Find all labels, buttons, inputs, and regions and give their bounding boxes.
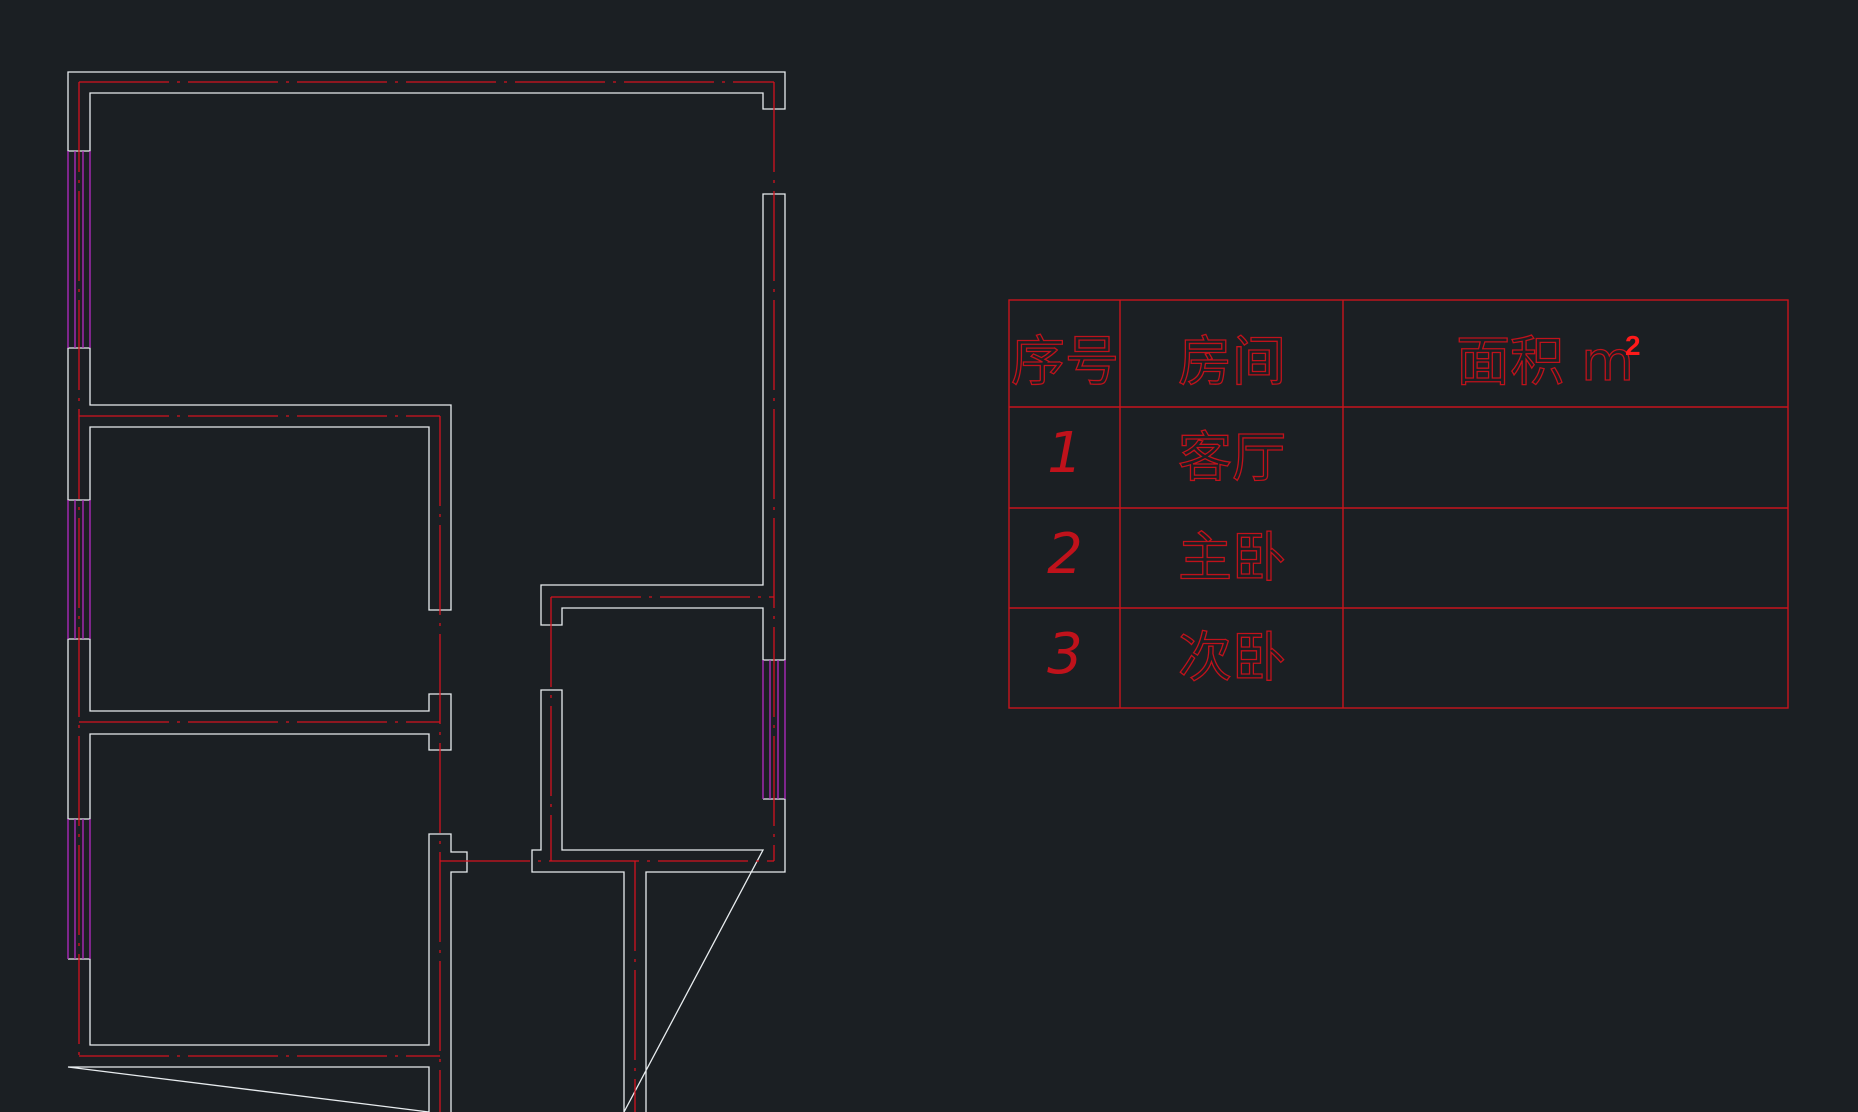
table-header-area: 面积 m xyxy=(1456,330,1634,393)
floor-plan-axes xyxy=(78,81,775,1112)
table-header-area-superscript: 2 xyxy=(1625,330,1641,361)
table-header-room: 房间 xyxy=(1178,330,1286,393)
wall-top xyxy=(67,71,786,152)
table-cell-index: 1 xyxy=(1047,421,1083,486)
table-cell-room: 客厅 xyxy=(1178,426,1286,489)
floor-plan-walls xyxy=(67,71,786,1112)
table-cell-room: 主卧 xyxy=(1178,526,1286,589)
wall-right-upper xyxy=(540,193,786,661)
table-header-index: 序号 xyxy=(1011,330,1119,393)
wall-left-bottom xyxy=(67,833,468,1112)
table-row[interactable]: 1 客厅 xyxy=(1047,421,1286,490)
window-left-3 xyxy=(67,819,91,959)
wall-left-1 xyxy=(67,347,452,611)
window-left-1 xyxy=(67,151,91,348)
window-left-2 xyxy=(67,500,91,639)
room-area-table[interactable]: 序号 房间 面积 m 2 1 客厅 2 主卧 3 次卧 xyxy=(1008,299,1789,709)
wall-left-2 xyxy=(67,638,452,820)
table-row[interactable]: 2 主卧 xyxy=(1047,522,1286,590)
window-right xyxy=(762,660,786,799)
table-row[interactable]: 3 次卧 xyxy=(1047,622,1286,690)
table-frame xyxy=(1008,299,1789,709)
table-cell-room: 次卧 xyxy=(1178,626,1286,689)
wall-right-lower xyxy=(531,689,786,1112)
table-cell-index: 2 xyxy=(1047,522,1083,587)
table-cell-index: 3 xyxy=(1047,622,1083,687)
floor-plan-windows xyxy=(67,151,786,959)
